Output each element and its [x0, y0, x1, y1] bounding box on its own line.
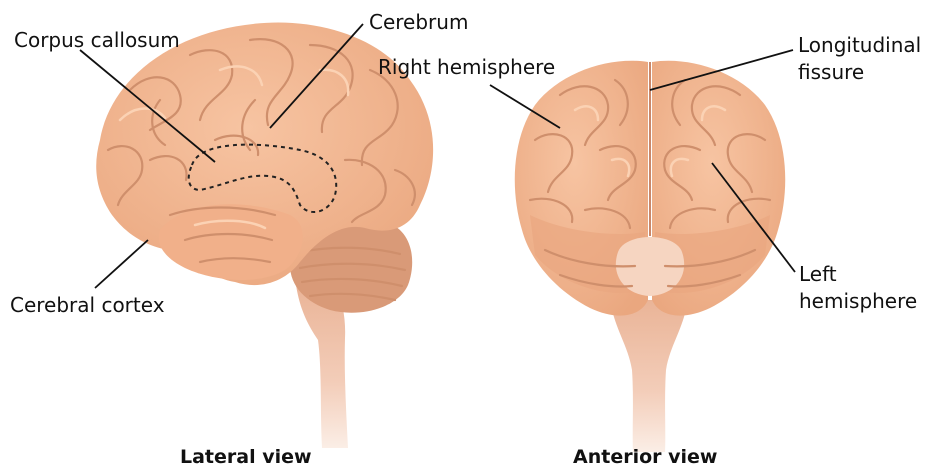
lateral-brain	[96, 22, 433, 448]
caption-lateral-view: Lateral view	[180, 446, 312, 468]
label-longitudinal-fissure-line1: Longitudinal	[798, 33, 921, 57]
label-right-hemisphere: Right hemisphere	[378, 55, 555, 79]
label-cerebral-cortex: Cerebral cortex	[10, 293, 165, 317]
label-corpus-callosum: Corpus callosum	[14, 28, 180, 52]
label-longitudinal-fissure-line2: fissure	[798, 60, 864, 84]
label-left-hemisphere-line2: hemisphere	[799, 289, 917, 313]
anterior-brainstem	[610, 300, 688, 452]
label-left-hemisphere-line1: Left	[799, 262, 837, 286]
cerebral-cortex-leader	[95, 240, 148, 288]
anterior-brain	[515, 61, 785, 452]
caption-anterior-view: Anterior view	[573, 446, 717, 468]
label-cerebrum: Cerebrum	[369, 10, 468, 34]
